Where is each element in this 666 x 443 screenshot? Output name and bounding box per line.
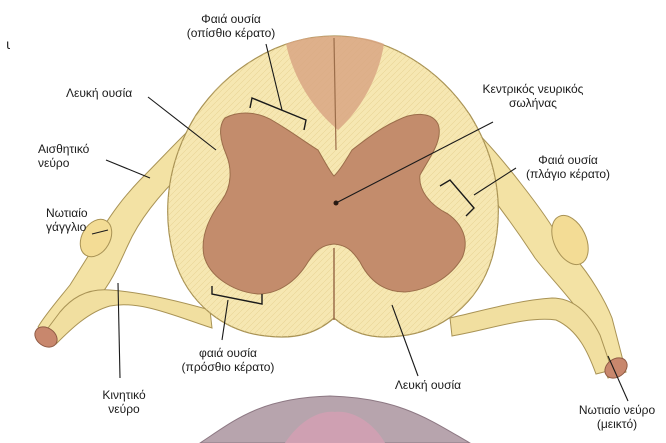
label-white-matter-upper: Λευκή ουσία <box>66 86 132 100</box>
corner-mark: ι <box>6 38 10 53</box>
label-spinal-ganglion: Νωτιαίο γάγγλιο <box>46 206 88 234</box>
label-spinal-nerve-mixed: Νωτιαίο νεύρο (μεικτό) <box>570 403 664 431</box>
label-white-matter-lower: Λευκή ουσία <box>380 378 476 392</box>
label-gray-lateral: Φαιά ουσία (πλάγιο κέρατο) <box>506 153 630 181</box>
label-sensory-nerve: Αισθητικό νεύρο <box>38 142 89 170</box>
label-gray-anterior: φαιά ουσία (πρόσθιο κέρατο) <box>166 346 290 374</box>
label-motor-nerve: Κινητικό νεύρο <box>94 388 154 416</box>
label-gray-posterior: Φαιά ουσία (οπίσθιο κέρατο) <box>172 12 290 40</box>
label-central-canal: Κεντρικός νευρικός σωλήνας <box>462 82 604 110</box>
